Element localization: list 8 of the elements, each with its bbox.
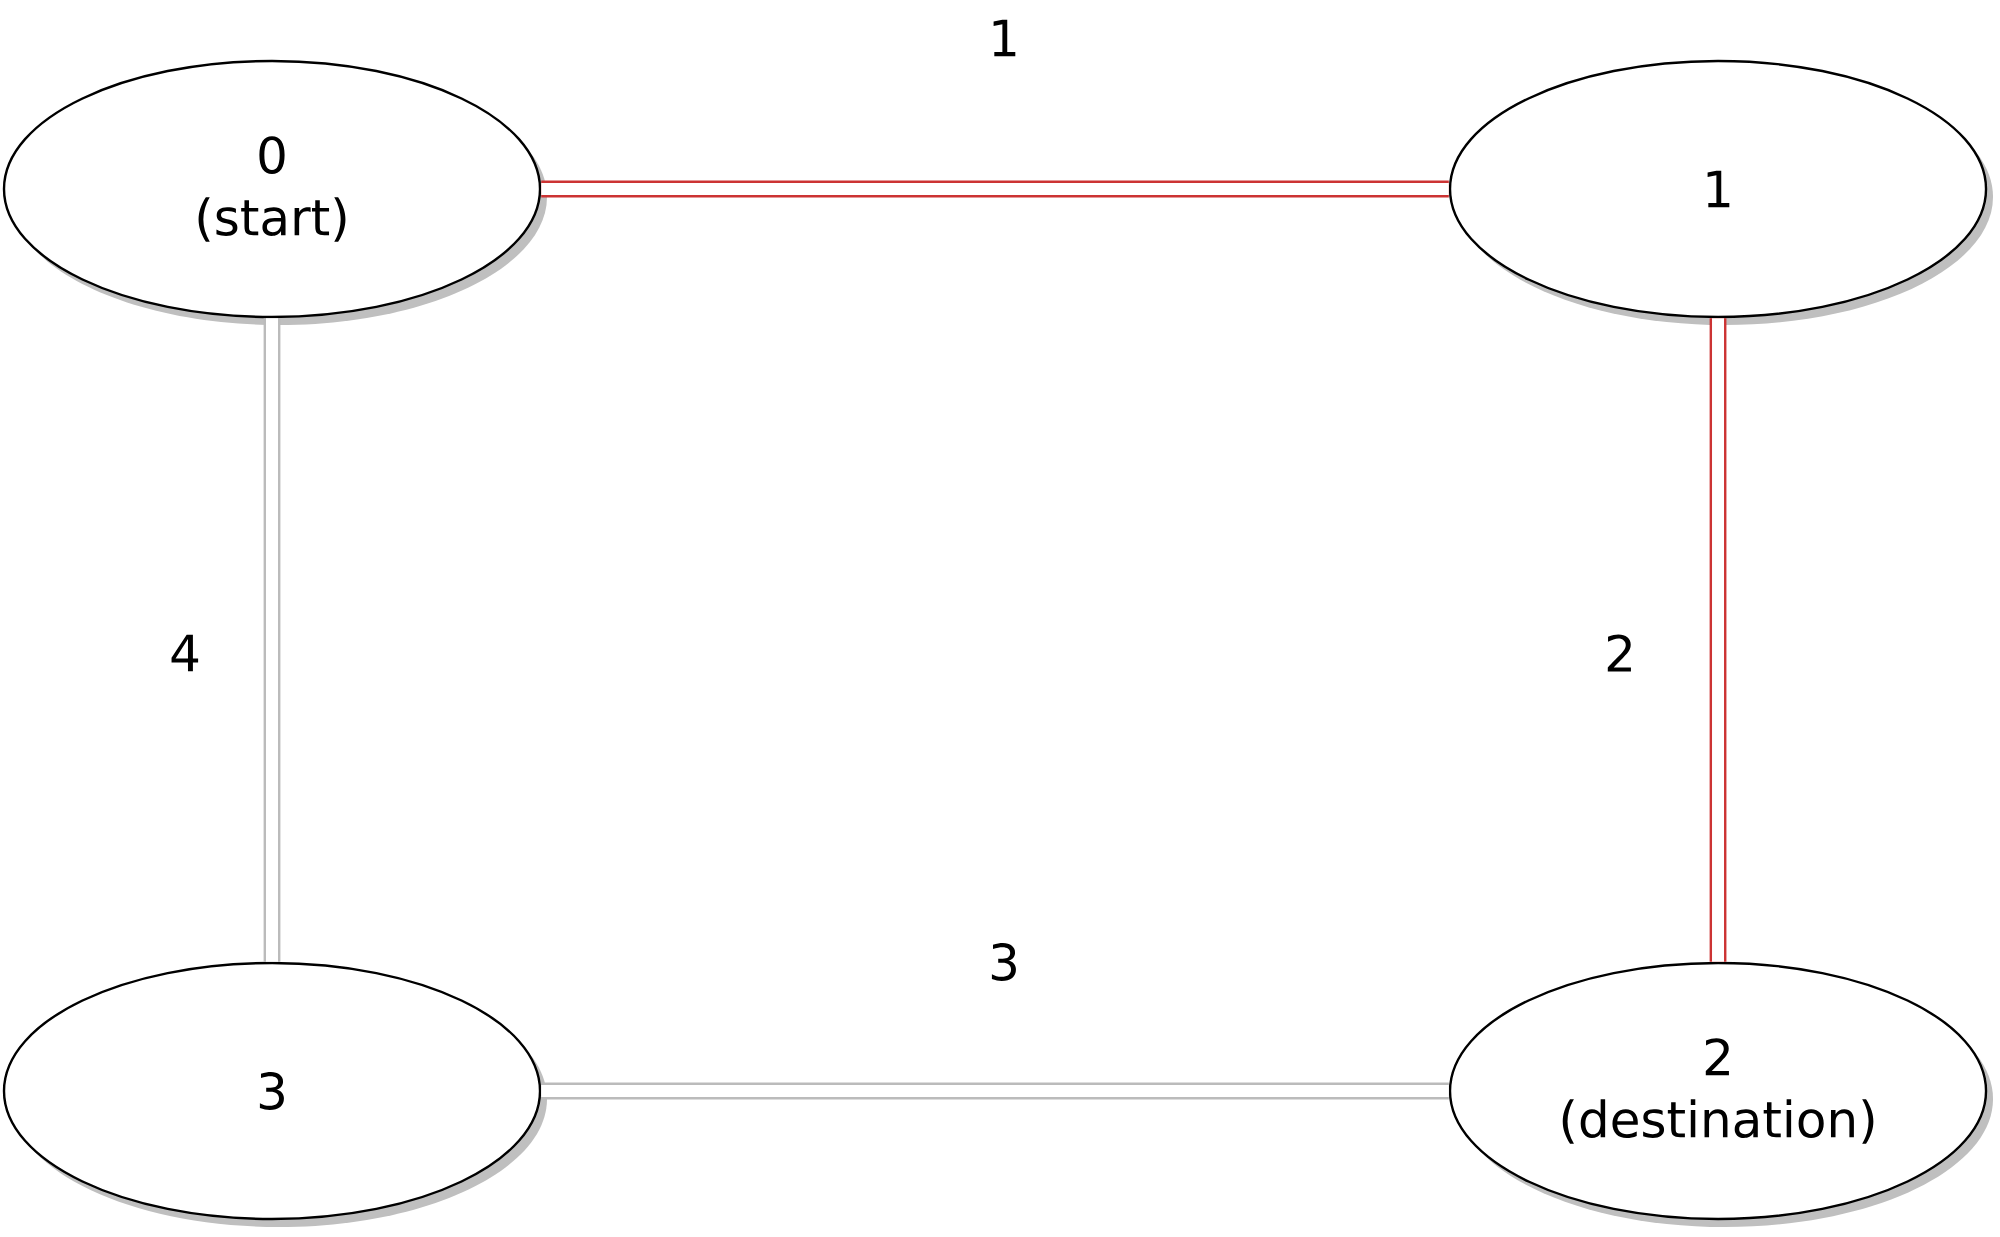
double-line-edge	[1709, 318, 1727, 962]
edge-label: 2	[1600, 630, 1640, 676]
edge-label: 4	[165, 630, 205, 676]
edge-label: 3	[984, 939, 1024, 985]
edge-label: 1	[984, 15, 1024, 61]
double-line-edge	[541, 1082, 1449, 1100]
double-line-edge	[541, 180, 1449, 198]
double-line-edge	[263, 318, 281, 962]
